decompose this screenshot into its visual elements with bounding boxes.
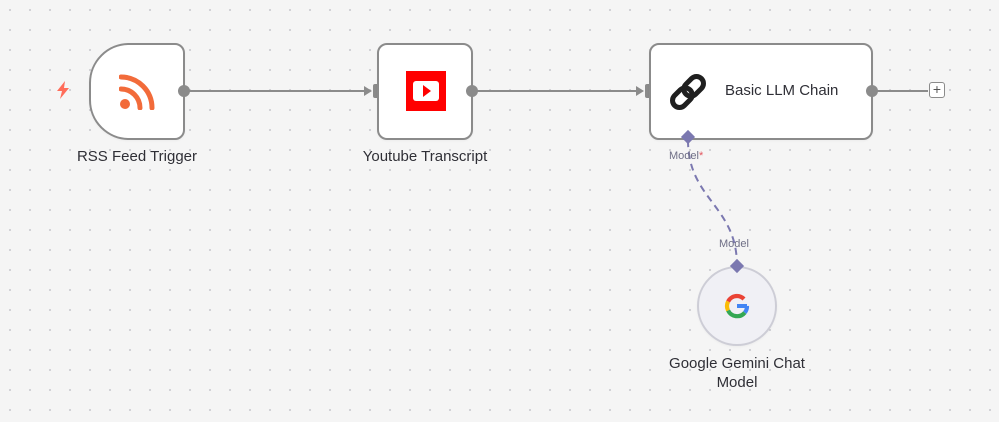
youtube-input-handle[interactable] bbox=[373, 84, 379, 98]
rss-node-label: RSS Feed Trigger bbox=[76, 148, 198, 165]
connection-arrowhead bbox=[364, 86, 372, 96]
rss-output-handle[interactable] bbox=[178, 85, 190, 97]
model-port-text: Model bbox=[669, 150, 699, 162]
required-marker: * bbox=[698, 150, 704, 162]
llm-node-title: Basic LLM Chain bbox=[725, 82, 839, 99]
trigger-bolt-icon bbox=[57, 81, 69, 99]
google-icon bbox=[724, 293, 750, 319]
gemini-label-line2: Model bbox=[716, 374, 758, 391]
gemini-node-label: Google Gemini Chat Model bbox=[637, 354, 837, 392]
gemini-port-label: Model bbox=[719, 238, 749, 250]
basic-llm-chain-node[interactable]: Basic LLM Chain bbox=[649, 43, 873, 140]
chain-link-icon bbox=[670, 74, 706, 110]
google-gemini-chat-model-node[interactable] bbox=[697, 266, 777, 346]
llm-input-handle[interactable] bbox=[645, 84, 651, 98]
llm-output-handle[interactable] bbox=[866, 85, 878, 97]
youtube-output-handle[interactable] bbox=[466, 85, 478, 97]
rss-icon bbox=[119, 74, 155, 110]
gemini-label-line1: Google Gemini Chat bbox=[669, 355, 805, 372]
youtube-transcript-node[interactable] bbox=[377, 43, 473, 140]
connection-arrowhead bbox=[636, 86, 644, 96]
youtube-node-label: Youtube Transcript bbox=[362, 148, 488, 165]
llm-model-port-label: Model* bbox=[669, 150, 703, 162]
rss-feed-trigger-node[interactable] bbox=[89, 43, 185, 140]
youtube-icon bbox=[406, 71, 446, 111]
add-node-button[interactable]: + bbox=[929, 82, 945, 98]
